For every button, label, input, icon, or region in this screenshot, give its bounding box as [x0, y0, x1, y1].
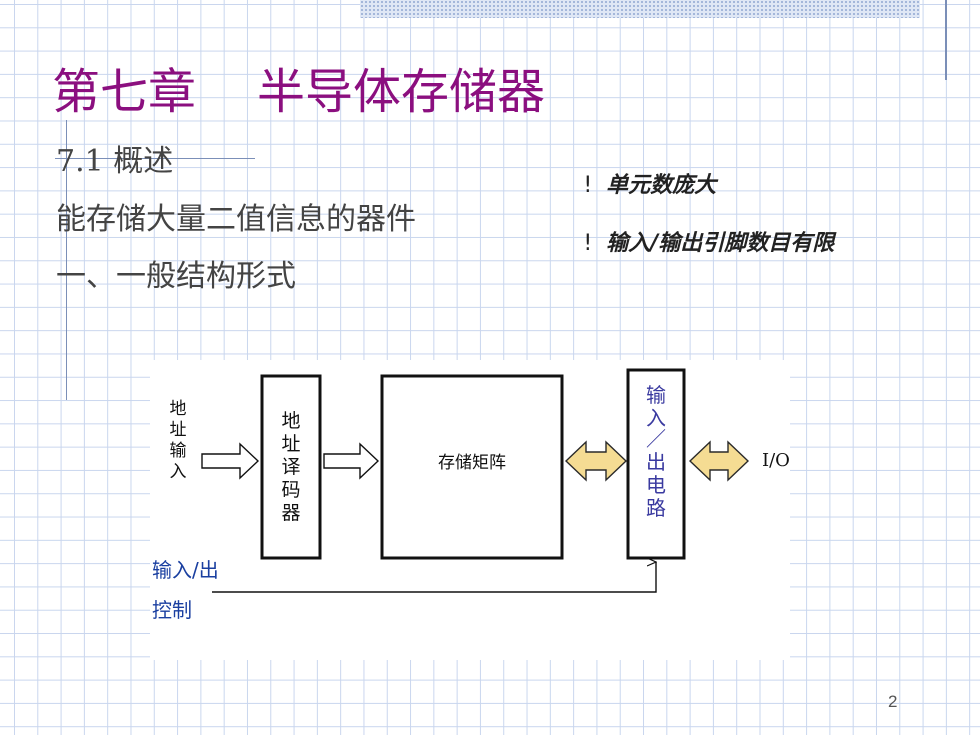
storage-matrix-box: [380, 374, 564, 560]
io-circuit-char: 电: [646, 473, 666, 497]
subheading-structure: 一、一般结构形式: [56, 259, 296, 294]
slide-title: 第七章 半导体存储器: [52, 64, 546, 120]
note-text: 输入/输出引脚数目有限: [606, 231, 835, 256]
note-mark: !: [583, 173, 593, 198]
decoder-to-matrix-arrow: [323, 442, 380, 480]
decoder-label-char: 址: [281, 433, 300, 455]
control-signal-line: [212, 562, 656, 593]
io-circuit-char: 入: [646, 406, 666, 430]
io-label: I/O: [762, 450, 790, 471]
io-external-double-arrow: [688, 440, 750, 482]
decor-line-section: [55, 158, 255, 159]
address-input-char: 输: [170, 441, 187, 461]
note-text: 单元数庞大: [606, 173, 717, 198]
description-line: 能存储大量二值信息的器件: [56, 202, 416, 237]
io-circuit-char: 输: [646, 383, 666, 407]
decoder-label-char: 码: [281, 479, 300, 501]
control-label-line1: 输入/出: [152, 558, 219, 582]
note-mark: !: [583, 231, 593, 256]
decoder-label-char: 器: [281, 502, 300, 524]
note-pins-limited: ! 输入/输出引脚数目有限: [568, 200, 834, 257]
io-circuit-char: 出: [646, 450, 666, 474]
section-heading: 7.1 概述: [56, 144, 174, 179]
page-number: 2: [888, 692, 898, 711]
io-circuit-box: [626, 368, 686, 560]
decoder-label-char: 译: [281, 456, 300, 478]
decoder-label-char: 地: [281, 410, 300, 432]
control-label-line2: 控制: [152, 598, 192, 622]
address-input-char: 地: [170, 399, 187, 419]
decor-line-right: [945, 0, 947, 80]
address-input-char: 入: [170, 462, 187, 482]
note-cells-numerous: ! 单元数庞大: [568, 142, 716, 199]
top-decor-band: [360, 0, 920, 18]
storage-matrix-label: 存储矩阵: [438, 453, 506, 473]
io-circuit-char: 路: [646, 496, 666, 520]
address-input-char: 址: [170, 420, 187, 440]
io-circuit-char: ／: [646, 427, 666, 451]
address-input-arrow: [201, 442, 260, 480]
address-decoder-box: [260, 374, 322, 560]
decor-line-left: [66, 120, 67, 400]
matrix-io-double-arrow: [564, 440, 628, 482]
